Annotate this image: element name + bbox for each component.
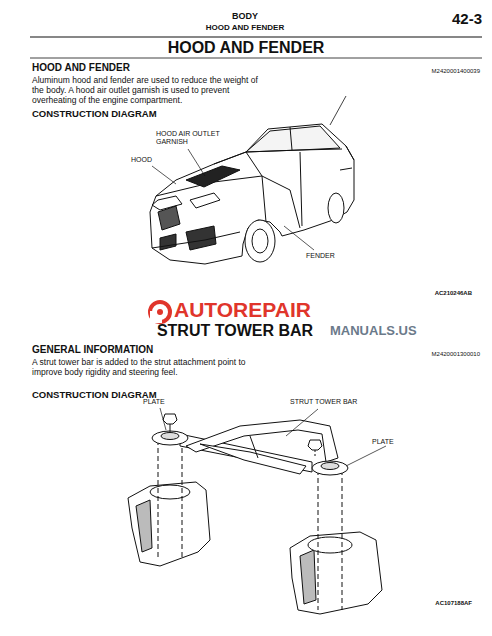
page-number: 42-3	[430, 10, 482, 28]
car-drawing	[150, 96, 354, 264]
document-code: M2420001400039	[380, 68, 480, 75]
title-rule	[30, 58, 482, 59]
document-code: M2420001300010	[380, 351, 480, 358]
page-title: HOOD AND FENDER	[96, 39, 396, 58]
diagram-heading: CONSTRUCTION DIAGRAM	[32, 389, 232, 400]
figure-code: AC210246AB	[402, 290, 472, 297]
part-name: FENDER	[306, 252, 356, 260]
diagram-heading: CONSTRUCTION DIAGRAM	[32, 108, 232, 119]
header-rule	[30, 36, 482, 37]
watermark: AUTOREPAIR	[174, 298, 334, 323]
section-heading: GENERAL INFORMATION	[32, 344, 232, 356]
figure-code: AC107188AF	[402, 600, 472, 607]
watermark-logo	[150, 302, 170, 323]
header-subsection: HOOD AND FENDER	[170, 23, 320, 32]
strut-bar-drawing	[128, 408, 386, 614]
part-name: PLATE	[372, 438, 412, 446]
body-paragraph: Aluminum hood and fender are used to red…	[32, 75, 272, 105]
part-name: HOOD AIR OUTLET GARNISH	[156, 130, 236, 147]
part-name: PLATE	[143, 398, 183, 406]
part-name: HOOD	[131, 156, 171, 164]
section-title: STRUT TOWER BAR	[145, 322, 325, 341]
section-heading: HOOD AND FENDER	[32, 62, 232, 74]
body-paragraph: A strut tower bar is added to the strut …	[32, 357, 272, 377]
header-section: BODY	[195, 11, 295, 22]
part-name: STRUT TOWER BAR	[290, 398, 380, 406]
watermark: MANUALS.US	[330, 323, 440, 338]
